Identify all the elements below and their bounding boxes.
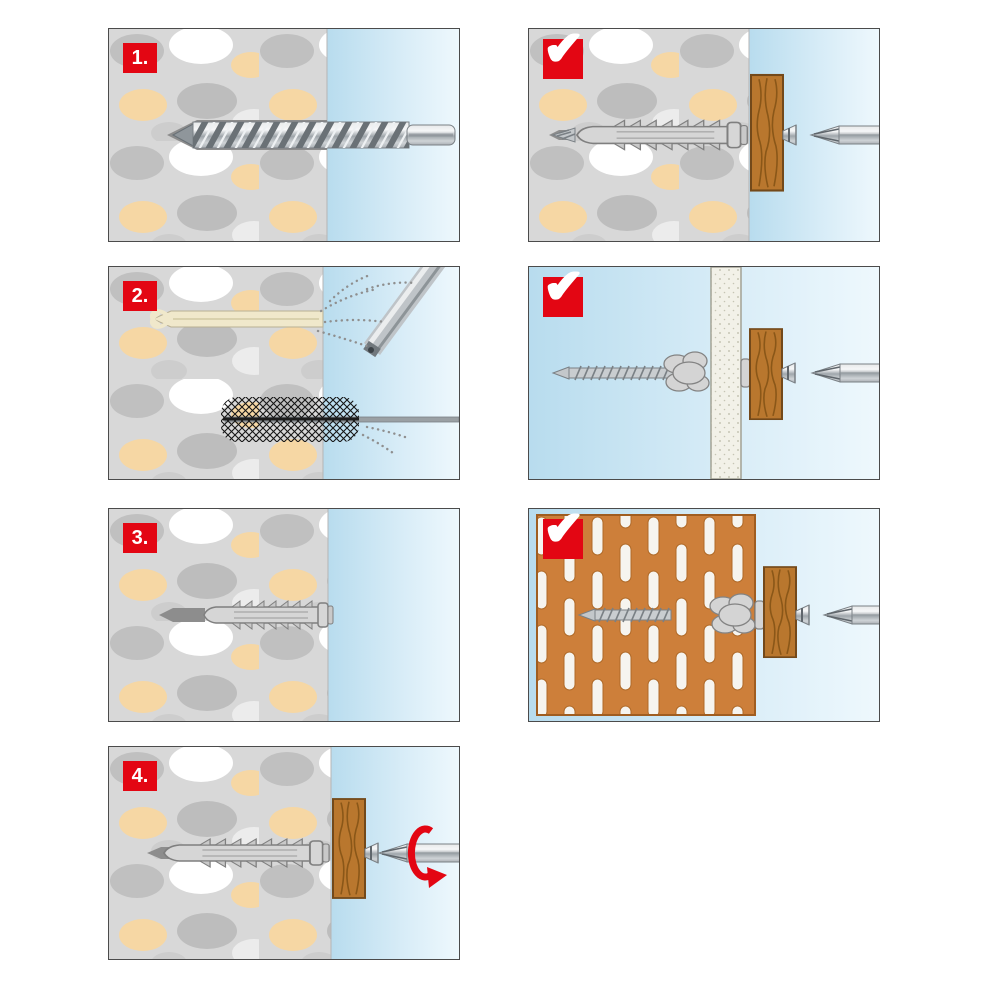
step-number: 2.: [131, 284, 149, 307]
plug-insert-illustration: [109, 509, 459, 721]
long-screw: [577, 607, 672, 623]
long-screw: [551, 365, 674, 381]
check-icon: ✔: [544, 501, 584, 554]
cleaned-hole: [149, 309, 324, 329]
panel-hollow-wall-check: ✔: [528, 262, 880, 480]
plasterboard: [710, 267, 742, 479]
screwing-illustration: [109, 747, 459, 959]
knotted-anchor: [663, 351, 710, 392]
step-badge-1: 1.: [123, 43, 157, 73]
check-badge-solid-wall: ✔: [543, 24, 583, 79]
drill-bit: [171, 121, 456, 149]
check-badge-hollow-wall: ✔: [543, 262, 583, 317]
check-badge-perforated-brick: ✔: [543, 504, 583, 559]
screw-tip: [551, 127, 576, 143]
hole-cleaning-illustration: [109, 267, 459, 479]
step-number: 4.: [131, 764, 149, 787]
air-background: [328, 509, 459, 721]
step-number: 3.: [131, 526, 149, 549]
drilled-hole: [147, 847, 171, 859]
step-badge-3: 3.: [123, 523, 157, 553]
check-icon: ✔: [544, 21, 584, 74]
wood-batten: [749, 328, 783, 421]
panel-step-1-drill: 1.: [108, 28, 460, 242]
step-badge-2: 2.: [123, 281, 157, 311]
anchor-collar: [754, 600, 765, 630]
hollow-wall-illustration: [529, 267, 879, 479]
check-icon: ✔: [544, 259, 584, 312]
step-badge-4: 4.: [123, 761, 157, 791]
dust-cloud: [316, 273, 417, 349]
wood-batten: [749, 73, 785, 192]
drilling-illustration: [109, 29, 459, 241]
blow-out-pump: [363, 267, 446, 358]
panel-solid-wall-check: ✔: [528, 24, 880, 242]
knotted-anchor: [709, 593, 756, 634]
step-number: 1.: [131, 46, 149, 69]
anchor-collar: [740, 358, 751, 388]
panel-step-4-screw: 4.: [108, 746, 460, 960]
air-background: [323, 267, 459, 479]
brush-dust: [361, 425, 407, 455]
panel-step-2-clean: 2.: [108, 266, 460, 480]
panel-perforated-brick-check: ✔: [528, 504, 880, 722]
cleaning-brush: [221, 397, 459, 442]
drilled-hole: [159, 608, 205, 622]
wood-batten: [332, 798, 366, 899]
wood-batten: [763, 566, 797, 659]
panel-step-3-insert-plug: 3.: [108, 508, 460, 722]
rotation-arrow: [407, 825, 447, 888]
